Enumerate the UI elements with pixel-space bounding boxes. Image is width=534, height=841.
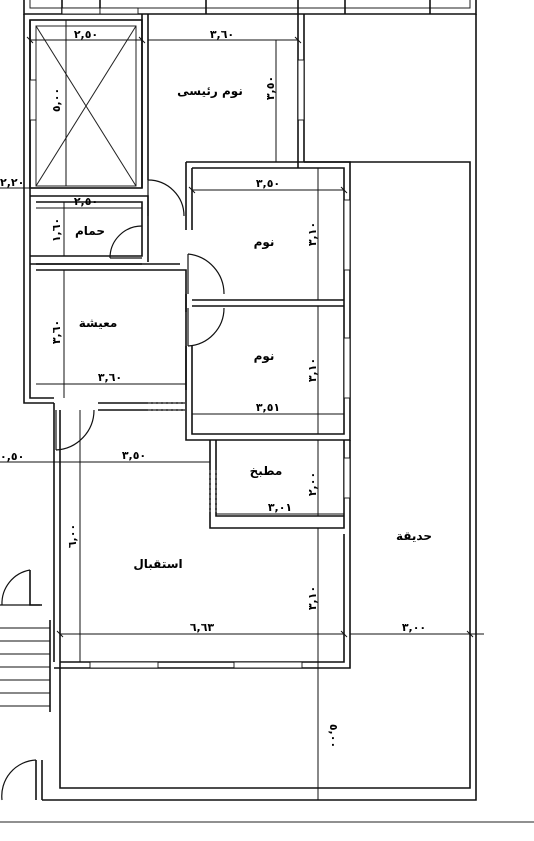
dim-bed1-width: ٣,٥٠: [256, 177, 280, 190]
dim-master-height: ٣,٥٠: [264, 76, 277, 100]
dim-bed2-height: ٣,١٠: [306, 358, 319, 382]
lower-left-door: [1, 759, 43, 801]
staircase-door: [0, 569, 42, 606]
dim-bath-width: ٢,٥٠: [74, 195, 98, 208]
dim-shaft-width: ٢,٥٠: [74, 28, 98, 41]
dim-living-width: ٣,٦٠: [98, 371, 122, 384]
dim-garden-width: ٣,٠٠: [402, 621, 426, 634]
dim-kitchen-height: ٢,٠٠: [306, 472, 319, 496]
left-wall: [23, 14, 54, 404]
dim-shaft-height: ٥,٠٠: [50, 88, 63, 112]
reception-label: استقبال: [133, 557, 182, 571]
dim-hall-width: ٣,٥٠: [122, 449, 146, 462]
dim-east-height: ٣,١٠: [306, 586, 319, 610]
dimension-labels: ٢,٥٠ ٣,٦٠ ٥,٠٠ ٣,٥٠ ٢,٢٠ ٢,٥٠ ١,٦٠ ٣,٥٠ …: [0, 28, 426, 748]
walls: [0, 0, 534, 823]
bedroom-1-door: [187, 253, 225, 295]
living-label: معيشة: [79, 316, 118, 330]
bath-swing-door: [109, 225, 143, 259]
dim-left-edge-2: ٠,٥٠: [0, 450, 24, 463]
bedroom-1-label: نوم: [254, 235, 275, 250]
bedroom-2-label: نوم: [254, 349, 275, 364]
dim-reception-height: ٦,٠٠: [66, 524, 79, 548]
kitchen-label: مطبخ: [250, 464, 283, 478]
windows: [29, 7, 351, 669]
entrance-door: [55, 409, 95, 451]
dim-reception-width: ٦,٦٣: [190, 621, 215, 634]
room-labels: نوم رئيسى حمام نوم معيشة نوم مطبخ استقبا…: [75, 84, 432, 571]
garden-label: حديقة: [396, 529, 432, 543]
staircase: [0, 620, 51, 712]
dim-left-edge: ٢,٢٠: [0, 176, 24, 189]
bathroom-label: حمام: [75, 224, 105, 239]
bedroom-2-door: [187, 307, 225, 347]
dim-master-width: ٣,٦٠: [210, 28, 234, 41]
dim-kitchen-width: ٣,٠١: [268, 501, 292, 514]
dimension-lines: [0, 20, 484, 800]
top-wall: [23, 0, 477, 15]
master-bedroom-label: نوم رئيسى: [177, 84, 243, 99]
dim-bed1-height: ٣,١٠: [306, 222, 319, 246]
dim-front-depth: ٥,٠٠: [327, 724, 340, 748]
dim-bed2-width: ٣,٥١: [256, 401, 280, 414]
dim-bath-height: ١,٦٠: [50, 218, 63, 242]
bathroom-door: [147, 179, 185, 217]
doors: [0, 179, 225, 801]
garden-wall: [59, 161, 471, 789]
dim-living-height: ٣,٦٠: [50, 320, 63, 344]
